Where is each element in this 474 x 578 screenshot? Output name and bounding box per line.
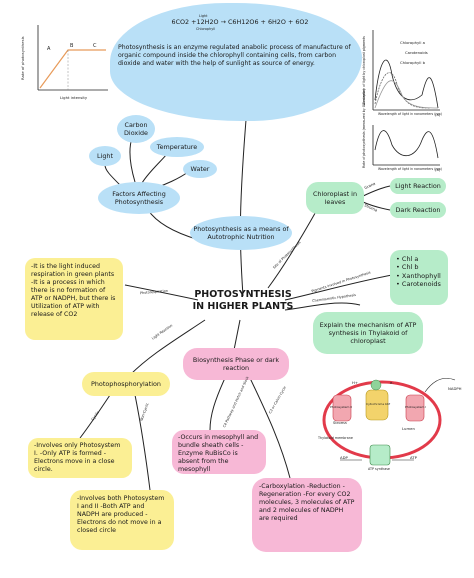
line-center-to-pigments — [284, 274, 393, 301]
pigment-chl-a: Chl a — [401, 255, 419, 263]
spectra-legend-chl-b: Chlorophyll b — [400, 60, 426, 65]
membrane-atp-label: ATP — [410, 455, 417, 460]
membrane-adp-label: ADP — [340, 455, 348, 460]
membrane-proton-label: H+ — [352, 380, 359, 385]
factor-temperature: Temperature — [150, 137, 204, 157]
line-photophos-to-cyclic — [79, 394, 111, 439]
chemiosmotic-text: Explain the mechanism of ATP synthesis i… — [319, 321, 417, 345]
membrane-lumen-label: Lumen — [402, 426, 415, 431]
membrane-psi-label: Photosystem I — [405, 405, 427, 409]
photosystem-i-shape — [405, 394, 425, 422]
factor-light-label: Light — [97, 152, 113, 160]
pigment-xanthophyll: Xanthophyll — [401, 271, 441, 280]
spectra-top — [372, 30, 440, 111]
membrane-nadph-label: NADPH — [448, 386, 462, 391]
line-center-to-photoresp — [124, 284, 199, 301]
membrane-stroma-label: Stroma — [333, 420, 347, 425]
spectra-bottom — [372, 125, 440, 166]
membrane-electron-label: e- — [390, 380, 394, 385]
chloroplast-in-leaves: Chloroplast in leaves — [306, 182, 364, 214]
membrane-atp-synthase-label: ATP synthase — [368, 467, 390, 471]
factor-water: Water — [183, 160, 217, 178]
line-center-to-biosynth — [233, 319, 241, 351]
autotrophic-label: Photosynthesis as a means of Autotrophic… — [193, 225, 289, 241]
pigment-item: • Xanthophyll — [396, 271, 441, 280]
equation-text: 6CO2 +12H2O → C6H12O6 + 6H2O + 6O2 — [171, 18, 309, 26]
pigment-carotenoids: Carotenoids — [401, 279, 441, 288]
c3-node: -Carboxylation -Reduction -Regeneration … — [252, 478, 362, 552]
line-biosynth-to-c4 — [209, 377, 226, 431]
pigment-item: • Carotenoids — [396, 279, 441, 288]
center-title: PHOTOSYNTHESIS IN HIGHER PLANTS — [192, 289, 294, 312]
chloroplast-title: Chloroplast in leaves — [312, 190, 358, 206]
graph-point-b: B — [70, 43, 74, 49]
biosynthesis-title: Biosynthesis Phase or dark reaction — [192, 356, 280, 372]
cyclic-node: -Involves only Photosystem I. -Only ATP … — [28, 438, 132, 478]
factors-title-label: Factors Affecting Photosynthesis — [112, 190, 166, 206]
graph-xlabel: Light intensity — [60, 95, 88, 100]
spectra-bottom-tag: (b) — [435, 167, 441, 172]
line-factors-to-light — [104, 164, 121, 186]
factors-title: Factors Affecting Photosynthesis — [98, 182, 180, 214]
line-biosynth-to-c3 — [249, 377, 291, 479]
factor-carbon-dioxide: Carbon Dioxide — [117, 115, 155, 143]
definition-cloud — [110, 3, 362, 121]
biosynthesis-node: Biosynthesis Phase or dark reaction — [183, 348, 289, 380]
dark-reaction-node: Dark Reaction — [390, 202, 446, 218]
dark-reaction-label: Dark Reaction — [395, 206, 441, 214]
factor-water-label: Water — [190, 165, 210, 173]
factor-temperature-label: Temperature — [156, 143, 198, 151]
noncyclic-node: -Involves both Photosystem I and II -Bot… — [70, 490, 174, 550]
chemiosmotic-node: Explain the mechanism of ATP synthesis i… — [313, 312, 423, 354]
membrane-thylakoid-label: Thylakoid membrane — [318, 436, 353, 440]
pigment-item: • Chl a — [396, 255, 419, 263]
nadph-arrow — [424, 377, 456, 393]
c4-node: -Occurs in mesophyll and bundle sheath c… — [172, 430, 266, 474]
equation-arrow-below: Chlorophyll — [196, 27, 216, 31]
photorespiration-node: -It is the light induced respiration in … — [25, 258, 123, 340]
pigments-box: • Chl a • Chl b • Xanthophyll • Caroteno… — [390, 250, 448, 305]
light-reaction-node: Light Reaction — [390, 178, 446, 194]
factor-carbon-dioxide-label: Carbon Dioxide — [124, 121, 148, 137]
autotrophic-nutrition: Photosynthesis as a means of Autotrophic… — [190, 216, 292, 250]
membrane-cyt-label: Cytochrome b6f — [366, 402, 391, 406]
line-center-to-chloroplast — [267, 207, 319, 289]
spectra-bottom-xlabel: Wavelength of light in nanometers (nm) — [378, 167, 442, 171]
pigment-chl-b: Chl b — [401, 263, 419, 272]
line-chloro-to-light — [362, 185, 391, 197]
atp-synthase-shape — [369, 444, 391, 466]
line-center-to-chemiosmotic — [284, 302, 361, 311]
spectra-top-tag: (a) — [435, 112, 441, 117]
line-center-to-photophos — [129, 319, 206, 376]
line-photophos-to-noncyclic — [134, 394, 151, 491]
light-reaction-label: Light Reaction — [395, 182, 441, 190]
photophos-title: Photophosphorylation — [91, 380, 161, 388]
spectra-legend-chl-a: Chlorophyll a — [400, 40, 425, 45]
pigment-item: • Chl b — [396, 263, 419, 272]
definition-text: Photosynthesis is an enzyme regulated an… — [118, 44, 351, 67]
line-chloro-to-dark — [362, 201, 391, 211]
spectra-top-xlabel: Wavelength of light in nanometers (nm) — [378, 112, 442, 116]
electron-carrier — [370, 379, 382, 391]
equation-arrow-above: Light — [199, 14, 208, 18]
graph-point-a: A — [47, 46, 51, 52]
photophosphorylation-node: Photophosphorylation — [82, 372, 170, 396]
graph-point-c: C — [93, 43, 97, 49]
spectra-legend-carotenoids: Carotenoids — [405, 50, 428, 55]
photosystem-ii-shape — [332, 394, 352, 422]
factor-light: Light — [89, 146, 121, 166]
equation: 6CO2 +12H2O → C6H12O6 + 6H2O + 6O2 — [150, 18, 330, 26]
membrane-psii-label: Photosystem II — [330, 405, 353, 409]
